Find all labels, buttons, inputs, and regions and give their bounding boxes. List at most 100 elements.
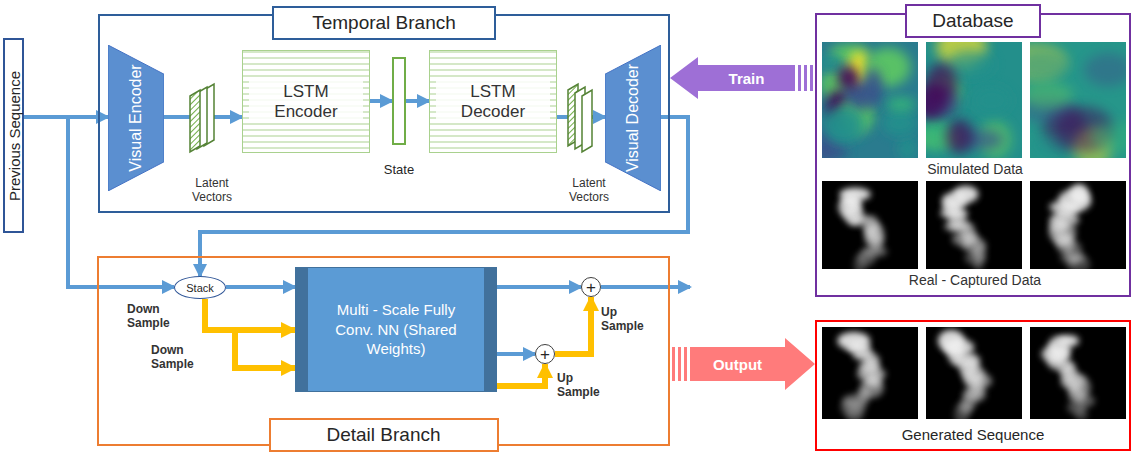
- thumbnail-ground: [1030, 327, 1126, 419]
- sum-symbol: +: [586, 279, 596, 296]
- arrow-tail-bar: [678, 347, 681, 381]
- flow-arrow: [406, 101, 429, 102]
- thumbnail: [926, 181, 1022, 269]
- flow-line: [406, 99, 429, 103]
- node-label: Visual Decoder: [624, 64, 642, 172]
- node-label: Generated Sequence: [902, 426, 1045, 443]
- sum-node: +: [581, 277, 601, 297]
- thumbnail-ground: [822, 181, 918, 269]
- input-box: Previous Sequence: [3, 38, 24, 233]
- flow-blob: [822, 56, 845, 69]
- resample-arrow: [497, 364, 545, 386]
- arrow-tail-bar: [672, 347, 675, 381]
- panel-title: Database: [905, 4, 1041, 38]
- arrow-tail-bar: [804, 65, 807, 91]
- flow-blob: [1084, 53, 1126, 86]
- edge-label: Up Sample: [600, 304, 656, 335]
- latent-vector: [190, 90, 200, 152]
- flow-line: [370, 99, 392, 103]
- smoke-puff: [953, 186, 978, 203]
- flow-blob: [898, 137, 916, 158]
- thumbnail-ground: [822, 327, 918, 419]
- flow-blob: [1030, 50, 1069, 79]
- resample-arrow: [555, 297, 591, 354]
- lstm-box: LSTM Decoder: [429, 50, 557, 153]
- image-caption: Real - Captured Data: [855, 272, 1095, 288]
- flow-blob: [1030, 81, 1073, 108]
- flow-blob: [926, 63, 957, 103]
- lstm-box: LSTM Encoder: [242, 50, 370, 153]
- smoke-puff: [938, 330, 965, 352]
- block-arrow-body: [670, 57, 795, 99]
- latent-vectors: [568, 84, 592, 152]
- flow-blob: [865, 68, 882, 106]
- edge-label: Down Sample: [150, 342, 206, 373]
- node-label: LSTM Decoder: [436, 81, 550, 123]
- flow-arrow: [497, 287, 581, 288]
- vector-label: Latent Vectors: [182, 176, 242, 204]
- thumbnail-ground: [1030, 181, 1126, 269]
- node-label: State: [384, 162, 414, 177]
- resample-arrow: [205, 299, 295, 330]
- flow-arrow: [226, 287, 295, 288]
- panel-title: Temporal Branch: [272, 6, 496, 40]
- node-label: Multi - Scale Fully Conv. NN (Shared Wei…: [316, 300, 476, 359]
- smoke-puff: [837, 332, 870, 350]
- database-panel: Database: [815, 13, 1131, 297]
- thumbnail: [1030, 181, 1126, 269]
- thumbnail: [1030, 42, 1126, 158]
- flow-blob: [1092, 122, 1126, 153]
- flow-blob: [886, 97, 915, 111]
- node-label: Visual Encoder: [127, 64, 145, 171]
- block-arrow: [672, 338, 815, 390]
- flow-line: [497, 352, 535, 356]
- stack-ellipse: Stack: [174, 276, 226, 299]
- flow-blob: [882, 110, 917, 136]
- edge-label: Up Sample: [556, 370, 612, 401]
- flow-arrow: [497, 364, 545, 386]
- flow-line: [497, 285, 581, 289]
- arrow-tail-bar: [798, 65, 801, 91]
- flow-arrow: [370, 101, 392, 102]
- node-label: Stack: [186, 282, 214, 294]
- node-label: LSTM Encoder: [249, 81, 363, 123]
- state-vector: State: [392, 57, 406, 145]
- decoder-trapezoid: Visual Decoder: [605, 45, 661, 191]
- thumbnail: [822, 181, 918, 269]
- block-arrow: [670, 57, 813, 99]
- arrow-tail-bar: [810, 65, 813, 91]
- arrow-tail-bar: [684, 347, 687, 381]
- flow-arrow: [555, 297, 591, 354]
- node-label: Previous Sequence: [5, 70, 22, 200]
- thumbnail: [926, 42, 1022, 158]
- latent-vector: [582, 90, 592, 152]
- thumbnail-ground: [926, 181, 1022, 269]
- smoke-puff: [839, 187, 870, 201]
- trapezoid-shape: [108, 45, 164, 191]
- panel-title: Detail Branch: [269, 418, 499, 452]
- flow-arrow: [205, 299, 295, 368]
- sum-symbol: +: [540, 346, 550, 363]
- flow-arrow: [205, 299, 295, 330]
- sum-node: +: [535, 344, 555, 364]
- thumbnail: [822, 327, 918, 419]
- flow-blob: [946, 119, 973, 153]
- smoke-puff: [1070, 184, 1089, 205]
- smoke-puff: [1059, 335, 1080, 347]
- trapezoid-shape: [605, 45, 661, 191]
- output-arrow: [601, 285, 690, 289]
- thumbnail: [822, 42, 918, 158]
- thumbnail-ground: [926, 327, 1022, 419]
- arrow-label: Train: [729, 70, 765, 87]
- edge-label: Down Sample: [126, 301, 182, 332]
- image-thumbnails: [814, 27, 1136, 426]
- encoder-trapezoid: Visual Encoder: [108, 45, 164, 191]
- image-caption: Simulated Data: [875, 161, 1075, 177]
- flow-arrow: [497, 354, 535, 355]
- flow-blob: [822, 106, 864, 144]
- latent-vectors: [190, 84, 214, 152]
- flow-blob: [973, 86, 1012, 115]
- thumbnail: [1030, 327, 1126, 419]
